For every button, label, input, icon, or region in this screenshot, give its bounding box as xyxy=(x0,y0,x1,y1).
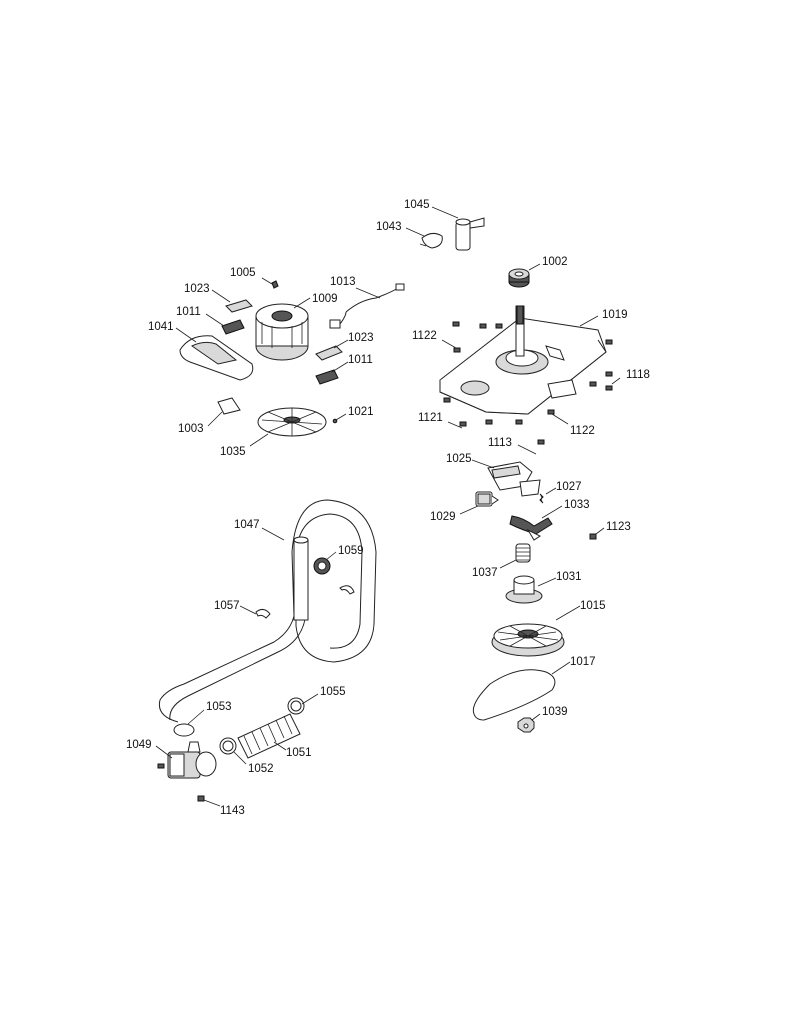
label-1013: 1013 xyxy=(330,276,356,288)
label-1052: 1052 xyxy=(248,763,274,775)
label-1035: 1035 xyxy=(220,446,246,458)
screw-set-1122[interactable] xyxy=(443,321,613,445)
part-1051-corrugated-hose[interactable] xyxy=(237,713,301,759)
part-1015-drive-pulley[interactable] xyxy=(491,623,565,657)
label-1122-bottom: 1122 xyxy=(570,425,595,437)
label-1005: 1005 xyxy=(230,267,256,279)
part-1003-bracket[interactable] xyxy=(217,397,241,415)
part-1023-left-mount[interactable] xyxy=(225,299,253,313)
label-1121: 1121 xyxy=(418,412,443,424)
label-1057: 1057 xyxy=(214,600,240,612)
label-1122-top: 1122 xyxy=(412,330,437,342)
label-1123: 1123 xyxy=(606,521,631,533)
label-1021: 1021 xyxy=(348,406,374,418)
label-1002: 1002 xyxy=(542,256,568,268)
label-1059: 1059 xyxy=(338,545,364,557)
label-1053: 1053 xyxy=(206,701,232,713)
part-1011-right-bracket[interactable] xyxy=(315,369,339,385)
label-1118: 1118 xyxy=(626,369,650,381)
label-1043: 1043 xyxy=(376,221,402,233)
label-1011-left: 1011 xyxy=(176,306,201,318)
label-1049: 1049 xyxy=(126,739,152,751)
part-1019-mounting-plate[interactable] xyxy=(439,305,607,415)
part-1043-bracket[interactable] xyxy=(419,232,443,249)
part-1035-fan[interactable] xyxy=(257,407,327,437)
label-1051: 1051 xyxy=(286,747,312,759)
label-1047: 1047 xyxy=(234,519,260,531)
label-1041: 1041 xyxy=(148,321,174,333)
label-1029: 1029 xyxy=(430,511,456,523)
part-1049-pump[interactable] xyxy=(157,741,217,779)
part-1052-clamp[interactable] xyxy=(219,737,237,755)
label-1027: 1027 xyxy=(556,481,582,493)
part-1031-pulley[interactable] xyxy=(505,575,543,604)
label-1009: 1009 xyxy=(312,293,338,305)
part-1033-lever[interactable] xyxy=(509,515,553,541)
part-1041-motor-cover[interactable] xyxy=(179,335,254,381)
part-1013-wire-harness[interactable] xyxy=(329,283,405,329)
label-1023-right: 1023 xyxy=(348,332,374,344)
label-1143: 1143 xyxy=(220,805,245,817)
part-1005-clip[interactable] xyxy=(271,280,279,289)
part-1017-drive-belt[interactable] xyxy=(472,669,556,721)
part-1045-capacitor[interactable] xyxy=(455,217,485,251)
label-1113: 1113 xyxy=(488,437,512,449)
part-1011-left-bracket[interactable] xyxy=(221,319,245,335)
part-1021-pin[interactable] xyxy=(332,418,338,424)
label-1003: 1003 xyxy=(178,423,204,435)
label-1033: 1033 xyxy=(564,499,590,511)
part-1009-motor[interactable] xyxy=(255,303,309,361)
part-1047-drain-hose[interactable] xyxy=(158,499,377,723)
label-1025: 1025 xyxy=(446,453,472,465)
part-1037-spring[interactable] xyxy=(515,543,531,563)
label-1019: 1019 xyxy=(602,309,628,321)
part-1027-spring[interactable] xyxy=(539,493,544,504)
part-1055-clamp[interactable] xyxy=(287,697,305,715)
label-1011-right: 1011 xyxy=(348,354,373,366)
part-1025-actuator[interactable] xyxy=(487,461,541,497)
label-1037: 1037 xyxy=(472,567,498,579)
part-1029-switch[interactable] xyxy=(475,491,499,507)
part-1002-seal[interactable] xyxy=(508,268,530,288)
part-1039-nut[interactable] xyxy=(517,717,535,733)
label-1031: 1031 xyxy=(556,571,582,583)
part-1059-clip[interactable] xyxy=(313,557,331,575)
part-1123-screw[interactable] xyxy=(589,533,597,540)
part-1143-screw[interactable] xyxy=(197,795,205,802)
part-1057-hose-clamp[interactable] xyxy=(255,585,355,619)
label-1017: 1017 xyxy=(570,656,596,668)
label-1039: 1039 xyxy=(542,706,568,718)
label-1015: 1015 xyxy=(580,600,606,612)
label-1045: 1045 xyxy=(404,199,430,211)
part-1023-right-mount[interactable] xyxy=(315,345,343,361)
part-1053-clamp[interactable] xyxy=(173,723,195,737)
label-1023-left: 1023 xyxy=(184,283,210,295)
label-1055: 1055 xyxy=(320,686,346,698)
